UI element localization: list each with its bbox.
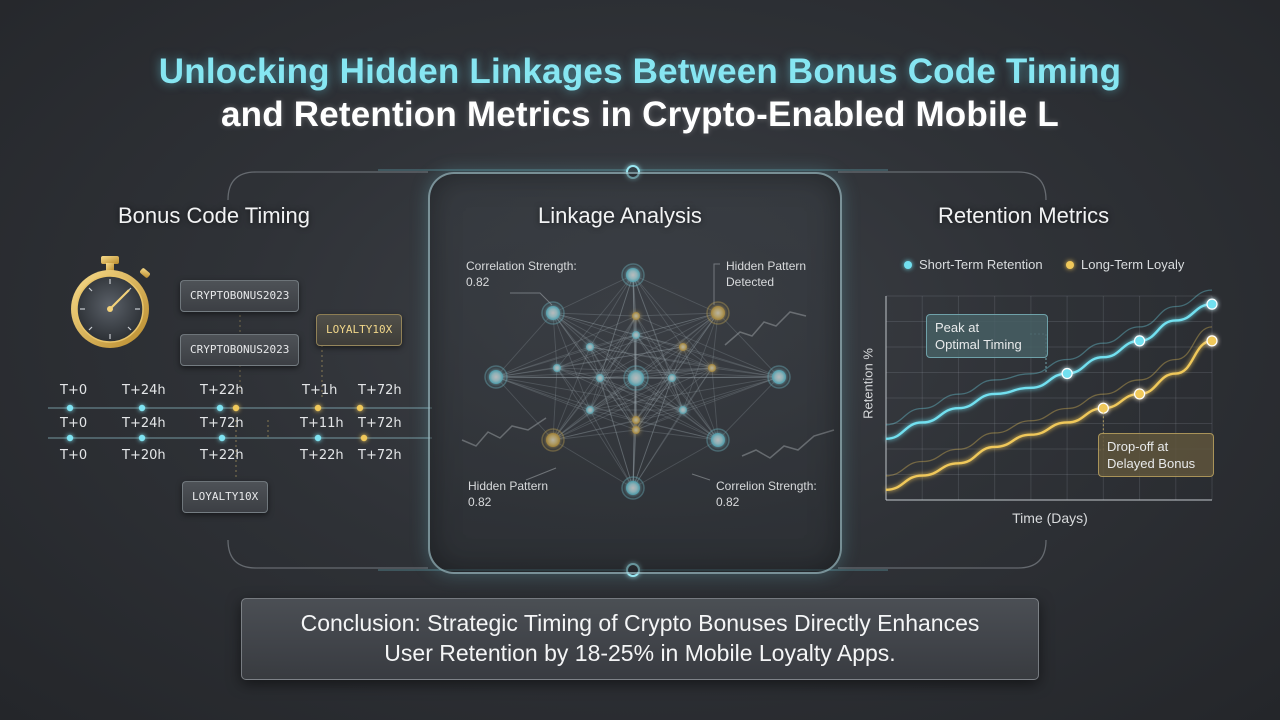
chart-x-axis-label: Time (Days) bbox=[990, 510, 1110, 526]
timeline-label: T+1h bbox=[302, 383, 337, 398]
bonus-code-tag: LOYALTY10X bbox=[316, 314, 402, 346]
note-label: Hidden Pattern bbox=[468, 479, 548, 493]
timeline-label: T+0 bbox=[60, 416, 87, 431]
legend-item-long-term: Long-Term Loyaly bbox=[1066, 257, 1184, 272]
legend-label: Long-Term Loyaly bbox=[1081, 257, 1184, 272]
note-label: Correlion Strength: bbox=[716, 479, 817, 493]
title-line-2: and Retention Metrics in Crypto-Enabled … bbox=[0, 95, 1280, 135]
timeline-label: T+22h bbox=[300, 448, 344, 463]
annotation-peak: Peak at Optimal Timing bbox=[926, 314, 1048, 358]
note-correlation-strength-bottom-right: Correlion Strength: 0.82 bbox=[716, 478, 817, 510]
annotation-text: Drop-off at bbox=[1107, 439, 1168, 454]
annotation-text: Peak at bbox=[935, 320, 979, 335]
note-value: 0.82 bbox=[716, 495, 739, 509]
title-line-1: Unlocking Hidden Linkages Between Bonus … bbox=[0, 52, 1280, 92]
legend-dot bbox=[1066, 261, 1074, 269]
annotation-text: Optimal Timing bbox=[935, 337, 1022, 352]
timeline-label: T+24h bbox=[122, 383, 166, 398]
note-value: 0.82 bbox=[468, 495, 491, 509]
chart-point bbox=[1207, 299, 1217, 309]
bonus-code-tag: CRYPTOBONUS2023 bbox=[180, 334, 299, 366]
bonus-code-tag: LOYALTY10X bbox=[182, 481, 268, 513]
timeline-label: T+22h bbox=[200, 383, 244, 398]
chart-point bbox=[1062, 369, 1072, 379]
note-label: Detected bbox=[726, 275, 774, 289]
timeline-label: T+20h bbox=[122, 448, 166, 463]
section-title-linkage-analysis: Linkage Analysis bbox=[538, 203, 702, 229]
note-value: 0.82 bbox=[466, 275, 489, 289]
timeline-label: T+0 bbox=[60, 448, 87, 463]
annotation-text: Delayed Bonus bbox=[1107, 456, 1195, 471]
legend-label: Short-Term Retention bbox=[919, 257, 1043, 272]
legend-item-short-term: Short-Term Retention bbox=[904, 257, 1043, 272]
note-hidden-pattern-detected: Hidden Pattern Detected bbox=[726, 258, 806, 290]
stopwatch-icon bbox=[71, 256, 151, 348]
chart-point bbox=[1207, 336, 1217, 346]
section-title-retention-metrics: Retention Metrics bbox=[938, 203, 1109, 229]
conclusion-line-1: Conclusion: Strategic Timing of Crypto B… bbox=[242, 608, 1038, 638]
conclusion-box: Conclusion: Strategic Timing of Crypto B… bbox=[241, 598, 1039, 680]
timeline-label: T+72h bbox=[358, 416, 402, 431]
note-correlation-strength-top-left: Correlation Strength: 0.82 bbox=[466, 258, 577, 290]
timeline-label: T+72h bbox=[358, 448, 402, 463]
timeline-label: T+11h bbox=[300, 416, 344, 431]
timeline-label: T+72h bbox=[358, 383, 402, 398]
note-label: Hidden Pattern bbox=[726, 259, 806, 273]
note-label: Correlation Strength: bbox=[466, 259, 577, 273]
linkage-panel bbox=[428, 172, 842, 574]
bonus-code-tag: CRYPTOBONUS2023 bbox=[180, 280, 299, 312]
timeline-label: T+0 bbox=[60, 383, 87, 398]
timeline-label: T+24h bbox=[122, 416, 166, 431]
timeline-label: T+22h bbox=[200, 448, 244, 463]
annotation-drop-off: Drop-off at Delayed Bonus bbox=[1098, 433, 1214, 477]
chart-point bbox=[1135, 389, 1145, 399]
legend-dot bbox=[904, 261, 912, 269]
note-hidden-pattern-bottom-left: Hidden Pattern 0.82 bbox=[468, 478, 548, 510]
chart-y-axis-label: Retention % bbox=[861, 334, 876, 434]
chart-point bbox=[1135, 336, 1145, 346]
timeline-label: T+72h bbox=[200, 416, 244, 431]
section-title-bonus-code-timing: Bonus Code Timing bbox=[118, 203, 310, 229]
conclusion-line-2: User Retention by 18-25% in Mobile Loyal… bbox=[242, 638, 1038, 668]
